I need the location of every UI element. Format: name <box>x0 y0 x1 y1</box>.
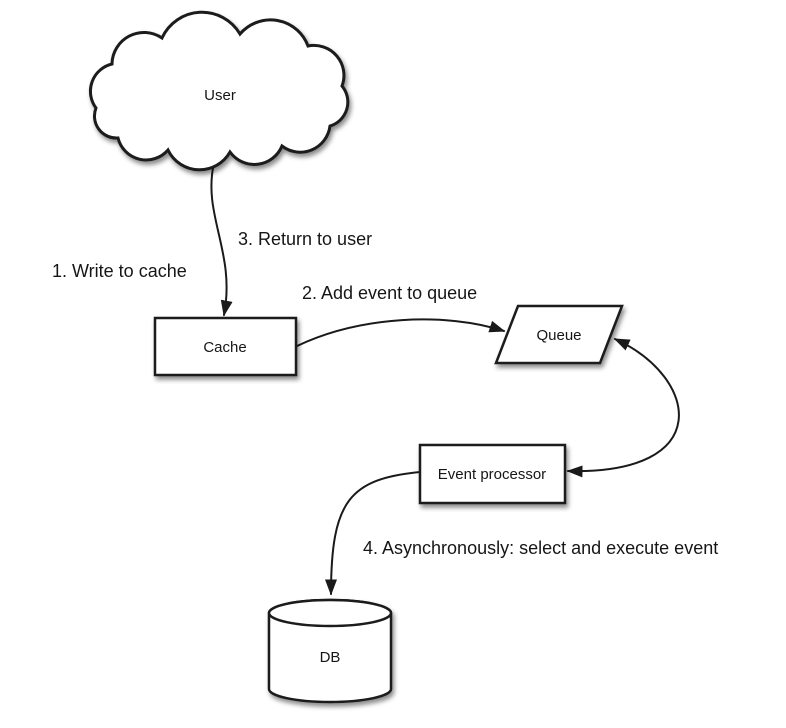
queue-label: Queue <box>536 327 581 344</box>
cache-label: Cache <box>203 339 246 356</box>
edge-label-step3: 3. Return to user <box>238 229 372 249</box>
cache-box <box>153 316 298 377</box>
user-label: User <box>204 87 236 104</box>
queue-parallelogram <box>494 304 624 365</box>
edge-label-step2: 2. Add event to queue <box>302 283 477 303</box>
db-label: DB <box>320 649 341 666</box>
event-processor-label: Event processor <box>438 466 546 483</box>
edge-label-step1: 1. Write to cache <box>52 261 187 281</box>
event-processor-box <box>418 443 567 505</box>
event-processor-node: Event processor <box>418 443 567 505</box>
edges-layer <box>210 162 680 596</box>
db-cylinder-top <box>267 598 393 628</box>
arrow-queue-event-processor-bidirectional <box>566 338 680 478</box>
edge-labels-layer: 1. Write to cache 3. Return to user 2. A… <box>52 229 718 558</box>
edge-label-step4: 4. Asynchronously: select and execute ev… <box>363 538 718 558</box>
user-cloud-node: User <box>88 10 350 172</box>
nodes-layer: User Cache Queue Event processor DB <box>88 10 624 704</box>
cloud-shape <box>88 10 350 172</box>
db-cylinder-node: DB <box>267 598 393 704</box>
cache-node: Cache <box>153 316 298 377</box>
arrow-user-to-cache <box>210 162 233 317</box>
arrow-cache-to-queue <box>296 318 506 347</box>
arrow-event-processor-to-db <box>325 471 421 596</box>
queue-node: Queue <box>494 304 624 365</box>
